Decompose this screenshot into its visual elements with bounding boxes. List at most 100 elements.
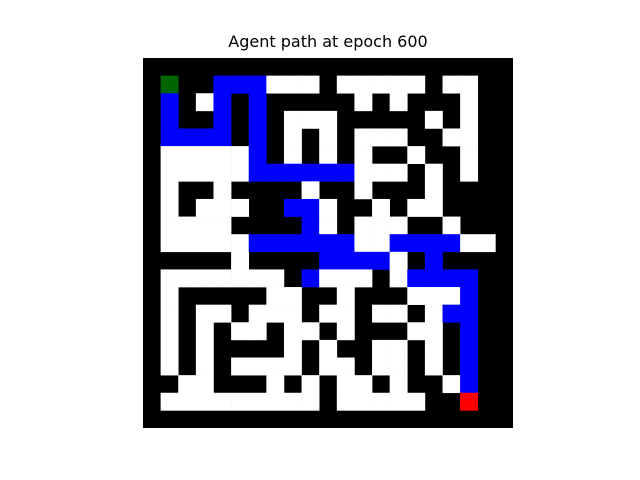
- maze-cell-open: [178, 234, 197, 253]
- maze-cell-path: [283, 198, 302, 217]
- maze-cell-open: [266, 375, 285, 394]
- maze-cell-open: [160, 216, 179, 235]
- maze-cell-path: [195, 128, 214, 147]
- maze-cell-path: [213, 110, 232, 129]
- maze-cell-open: [195, 163, 214, 182]
- maze-cell-open: [389, 304, 408, 323]
- maze-cell-path: [460, 322, 479, 341]
- maze-cell-open: [354, 234, 373, 253]
- maze-cell-path: [301, 269, 320, 288]
- maze-cell-open: [283, 287, 302, 305]
- maze-cell-open: [195, 322, 214, 341]
- maze-cell-path: [460, 339, 479, 358]
- maze-cell-open: [231, 163, 250, 182]
- maze-cell-open: [213, 163, 232, 182]
- maze-cell-open: [460, 128, 479, 147]
- maze-cell-open: [213, 304, 232, 323]
- maze-cell-open: [195, 392, 214, 411]
- maze-cell-open: [354, 181, 373, 200]
- maze-cell-open: [407, 392, 426, 411]
- maze-cell-open: [319, 110, 338, 129]
- maze-cell-open: [283, 304, 302, 323]
- maze-cell-path: [213, 93, 232, 112]
- maze-cell-open: [407, 198, 426, 217]
- maze-cell-open: [248, 392, 267, 411]
- maze-cell-path: [460, 287, 479, 305]
- maze-cell-path: [460, 269, 479, 288]
- maze-cell-open: [460, 234, 479, 253]
- maze-grid: [143, 58, 513, 428]
- maze-cell-path: [248, 234, 267, 253]
- maze-cell-open: [231, 251, 250, 270]
- maze-cell-open: [389, 216, 408, 235]
- maze-cell-open: [248, 304, 267, 323]
- maze-cell-open: [336, 75, 355, 94]
- maze-cell-path: [248, 93, 267, 112]
- maze-cell-open: [266, 304, 285, 323]
- maze-cell-open: [283, 392, 302, 411]
- maze-cell-open: [195, 357, 214, 376]
- maze-cell-open: [301, 75, 320, 94]
- maze-cell-path: [283, 163, 302, 182]
- maze-cell-open: [407, 287, 426, 305]
- maze-cell-open: [389, 375, 408, 394]
- maze-cell-open: [231, 234, 250, 253]
- maze-cell-open: [354, 128, 373, 147]
- maze-cell-open: [160, 339, 179, 358]
- maze-cell-open: [389, 128, 408, 147]
- maze-cell-open: [460, 163, 479, 182]
- maze-cell-path: [442, 234, 461, 253]
- maze-cell-open: [372, 75, 390, 94]
- maze-cell-open: [424, 339, 443, 358]
- maze-cell-open: [195, 304, 214, 323]
- maze-cell-open: [301, 181, 320, 200]
- maze-cell-open: [160, 163, 179, 182]
- maze-cell-open: [372, 163, 390, 182]
- maze-cell-open: [160, 234, 179, 253]
- maze-cell-path: [266, 234, 285, 253]
- maze-cell-open: [195, 216, 214, 235]
- maze-cell-open: [266, 357, 285, 376]
- maze-cell-open: [372, 234, 390, 253]
- maze-cell-open: [213, 269, 232, 288]
- maze-cell-open: [424, 304, 443, 323]
- maze-cell-path: [424, 269, 443, 288]
- maze-cell-path: [160, 93, 179, 112]
- maze-cell-open: [354, 93, 373, 112]
- maze-cell-open: [442, 75, 461, 94]
- maze-cell-open: [266, 75, 285, 94]
- maze-cell-path: [424, 234, 443, 253]
- maze-cell-path: [213, 128, 232, 147]
- maze-cell-open: [195, 269, 214, 288]
- maze-cell-open: [283, 146, 302, 165]
- maze-cell-open: [160, 269, 179, 288]
- maze-cell-path: [248, 163, 267, 182]
- maze-cell-open: [160, 198, 179, 217]
- maze-cell-open: [460, 146, 479, 165]
- maze-cell-open: [389, 93, 408, 112]
- maze-cell-open: [319, 198, 338, 217]
- maze-cell-open: [407, 75, 426, 94]
- maze-cell-path: [389, 234, 408, 253]
- maze-cell-open: [372, 304, 390, 323]
- maze-cell-open: [319, 269, 338, 288]
- maze-cell-open: [283, 357, 302, 376]
- maze-cell-open: [213, 146, 232, 165]
- maze-cell-open: [195, 198, 214, 217]
- maze-cell-open: [336, 375, 355, 394]
- maze-cell-open: [336, 322, 355, 341]
- maze-cell-open: [389, 163, 408, 182]
- maze-cell-open: [195, 375, 214, 394]
- maze-cell-open: [354, 146, 373, 165]
- maze-cell-path: [248, 128, 267, 147]
- maze-cell-path: [301, 198, 320, 217]
- maze-cell-open: [354, 269, 373, 288]
- maze-cell-open: [477, 234, 496, 253]
- maze-cell-open: [301, 322, 320, 341]
- maze-cell-open: [372, 198, 390, 217]
- maze-cell-open: [372, 357, 390, 376]
- maze-cell-path: [248, 75, 267, 94]
- maze-cell-path: [460, 304, 479, 323]
- maze-cell-open: [407, 146, 426, 165]
- maze-cell-open: [336, 269, 355, 288]
